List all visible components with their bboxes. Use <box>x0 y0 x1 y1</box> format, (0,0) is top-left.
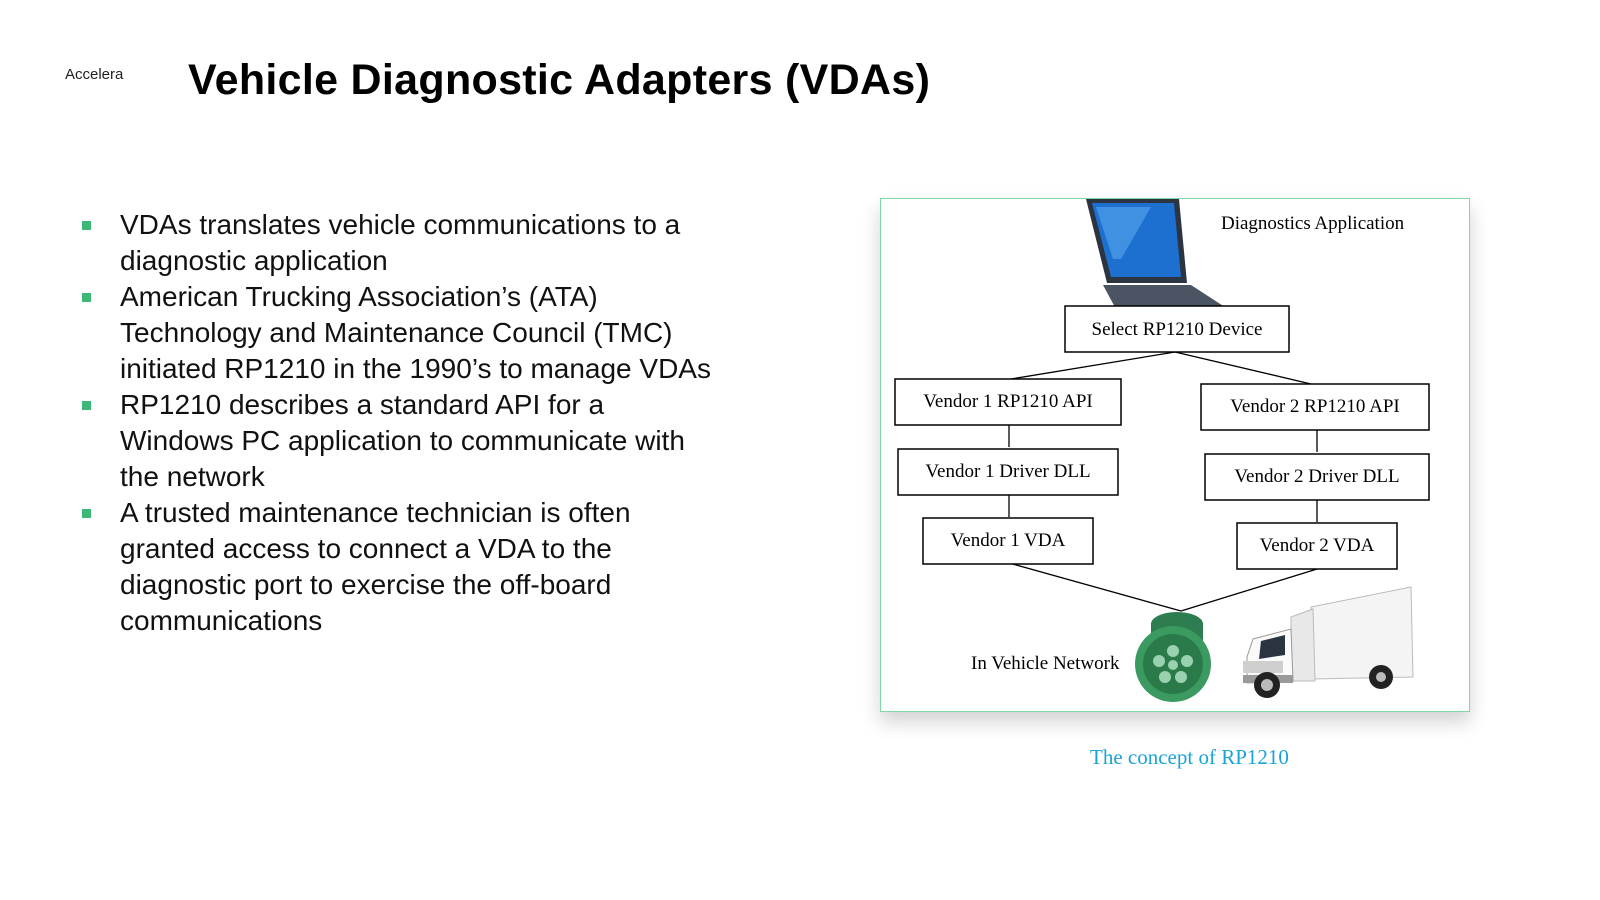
vendor2-vda-box: Vendor 2 VDA <box>1236 522 1398 570</box>
diagnostics-application-label: Diagnostics Application <box>1221 213 1405 234</box>
bullet-text: VDAs translates vehicle communications t… <box>120 209 681 276</box>
bullet-text: A trusted maintenance technician is ofte… <box>120 497 631 636</box>
vendor2-dll-box: Vendor 2 Driver DLL <box>1204 453 1430 501</box>
slide-title: Vehicle Diagnostic Adapters (VDAs) <box>188 56 931 104</box>
connector-lines <box>1008 351 1318 612</box>
brand-label: Accelera <box>65 66 124 83</box>
vendor2-api-box: Vendor 2 RP1210 API <box>1200 383 1430 431</box>
square-bullet-icon <box>82 221 91 230</box>
bullet-list: VDAs translates vehicle communications t… <box>80 207 720 639</box>
vendor1-api-box: Vendor 1 RP1210 API <box>894 378 1122 426</box>
vendor2-vda-label: Vendor 2 VDA <box>1260 535 1375 556</box>
bullet-item: American Trucking Association’s (ATA) Te… <box>80 279 720 387</box>
diagnostic-connector-icon <box>1135 612 1211 702</box>
rp1210-diagram: Diagnostics Application Select RP1210 De… <box>880 198 1470 712</box>
diagram-canvas: Diagnostics Application Select RP1210 De… <box>894 199 1430 702</box>
vendor1-api-label: Vendor 1 RP1210 API <box>923 391 1092 412</box>
bullet-text: American Trucking Association’s (ATA) Te… <box>120 281 711 384</box>
vendor2-dll-label: Vendor 2 Driver DLL <box>1234 466 1399 487</box>
vendor1-vda-box: Vendor 1 VDA <box>922 517 1094 565</box>
bullet-text: RP1210 describes a standard API for a Wi… <box>120 389 685 492</box>
square-bullet-icon <box>82 509 91 518</box>
laptop-icon <box>1086 199 1233 315</box>
square-bullet-icon <box>82 401 91 410</box>
vendor1-dll-label: Vendor 1 Driver DLL <box>925 461 1090 482</box>
bullet-item: A trusted maintenance technician is ofte… <box>80 495 720 639</box>
truck-icon <box>1243 586 1414 698</box>
vendor1-dll-box: Vendor 1 Driver DLL <box>897 448 1119 496</box>
select-device-label: Select RP1210 Device <box>1092 319 1263 340</box>
vendor2-api-label: Vendor 2 RP1210 API <box>1230 396 1399 417</box>
vendor1-vda-label: Vendor 1 VDA <box>951 530 1066 551</box>
in-vehicle-network-label: In Vehicle Network <box>971 653 1120 674</box>
select-device-box: Select RP1210 Device <box>1064 305 1290 353</box>
bullet-item: RP1210 describes a standard API for a Wi… <box>80 387 720 495</box>
square-bullet-icon <box>82 293 91 302</box>
bullet-item: VDAs translates vehicle communications t… <box>80 207 720 279</box>
figure-caption: The concept of RP1210 <box>1090 745 1289 769</box>
